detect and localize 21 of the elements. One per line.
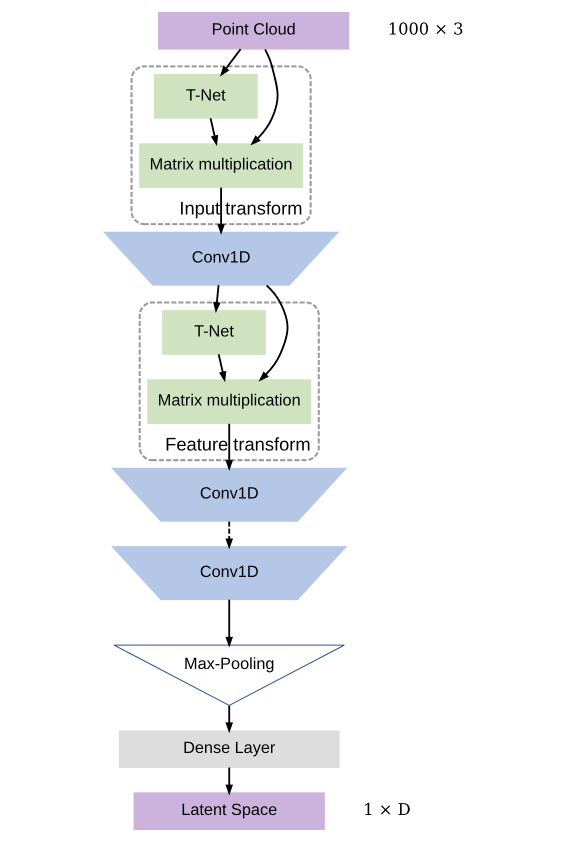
arrow	[220, 48, 242, 77]
arrow	[213, 285, 221, 314]
arrow	[225, 600, 233, 648]
node-box: Dense Layer	[118, 730, 340, 768]
arrow	[225, 706, 233, 734]
node-label: 1 × D	[363, 800, 411, 820]
node-label: 1000 × 3	[388, 20, 464, 39]
arrow	[258, 284, 288, 382]
arrow	[250, 49, 279, 146]
arrow	[225, 424, 233, 471]
node-box: T-Net	[154, 74, 258, 119]
arrow	[225, 768, 233, 796]
arrow	[210, 118, 218, 146]
arrow	[225, 522, 233, 550]
node-box: Latent Space	[134, 792, 325, 830]
arrow	[217, 188, 225, 235]
node-box: T-Net	[162, 310, 266, 355]
node-box: Matrix multiplication	[147, 379, 312, 424]
arrow	[218, 354, 226, 382]
node-box: Matrix multiplication	[139, 143, 303, 188]
node-box: Point Cloud	[158, 12, 350, 50]
